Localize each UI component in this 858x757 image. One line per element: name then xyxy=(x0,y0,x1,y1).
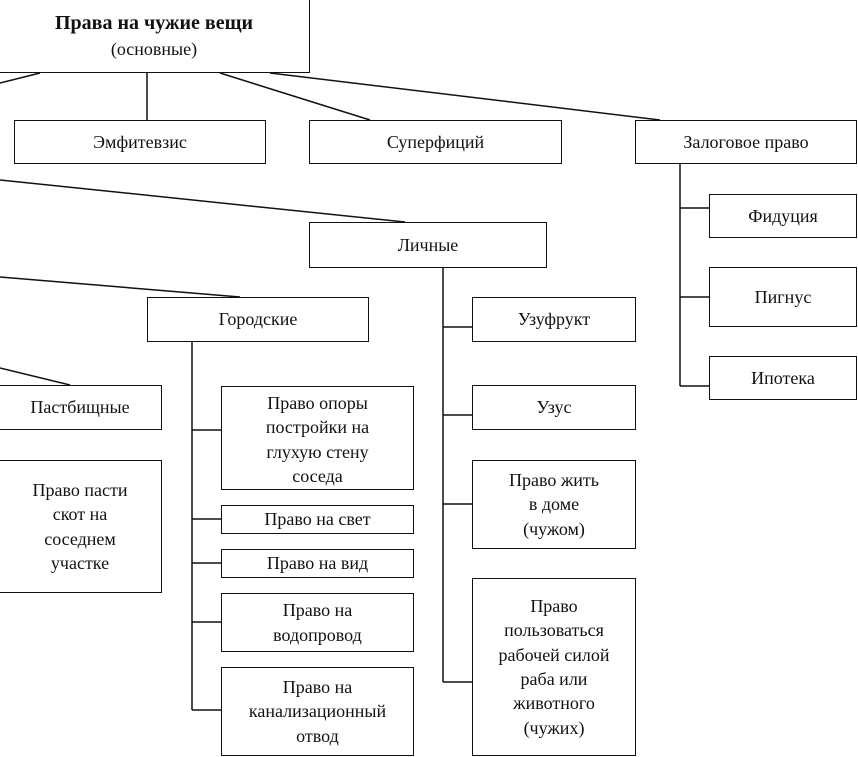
root-node: Права на чужие вещи (основные) xyxy=(0,0,310,73)
root-title: Права на чужие вещи xyxy=(54,11,253,34)
personal-label: Личные xyxy=(397,234,459,255)
operae-line-2: пользоваться xyxy=(504,620,604,641)
sewer-line-3: отвод xyxy=(296,725,339,746)
light-label: Право на свет xyxy=(264,509,371,530)
usus-node: Узус xyxy=(472,385,636,430)
operae-line-4: раба или xyxy=(520,669,588,689)
pledge-node: Залоговое право xyxy=(635,120,857,164)
connector-line xyxy=(0,367,71,386)
operae-line-3: рабочей силой xyxy=(498,644,610,665)
sewer-line-2: канализационный xyxy=(248,701,387,722)
water-node: Право на водопровод xyxy=(221,593,414,652)
sewer-node: Право на канализационный отвод xyxy=(221,667,414,756)
urban-node: Городские xyxy=(147,297,369,342)
view-label: Право на вид xyxy=(266,553,369,574)
root-subtitle: (основные) xyxy=(110,38,198,59)
operae-line-6: (чужих) xyxy=(523,717,585,738)
personal-node: Личные xyxy=(309,222,547,268)
pignus-node: Пигнус xyxy=(709,267,857,327)
habitatio-line-3: (чужом) xyxy=(523,518,585,539)
habitatio-line-1: Право жить xyxy=(508,470,599,491)
support-line-3: глухую стену xyxy=(266,441,369,462)
operae-line-1: Право xyxy=(530,596,578,617)
support-line-2: постройки на xyxy=(265,417,370,438)
graze-line-3: соседнем xyxy=(44,528,116,549)
fiducia-label: Фидуция xyxy=(748,205,818,226)
pledge-label: Залоговое право xyxy=(683,131,809,152)
hypotheca-node: Ипотека xyxy=(709,356,857,400)
usufruct-label: Узуфрукт xyxy=(517,309,591,330)
pasture-node: Пастбищные xyxy=(0,385,162,430)
graze-line-2: скот на xyxy=(52,504,108,525)
view-node: Право на вид xyxy=(221,549,414,578)
connector-line xyxy=(0,72,41,84)
light-node: Право на свет xyxy=(221,505,414,534)
usus-label: Узус xyxy=(536,397,572,418)
connector-line xyxy=(269,72,661,121)
graze-node: Право пасти скот на соседнем участке xyxy=(0,460,162,593)
usufruct-node: Узуфрукт xyxy=(472,297,636,342)
pasture-label: Пастбищные xyxy=(30,397,130,418)
habitatio-line-2: в доме xyxy=(528,494,580,515)
graze-line-1: Право пасти xyxy=(32,479,128,500)
graze-line-4: участке xyxy=(50,552,110,573)
support-line-1: Право опоры xyxy=(267,393,368,413)
superficies-node: Суперфиций xyxy=(309,120,562,164)
sewer-line-1: Право на xyxy=(282,677,353,698)
emphyteusis-label: Эмфитевзис xyxy=(93,131,187,152)
habitatio-node: Право жить в доме (чужом) xyxy=(472,460,636,549)
fiducia-node: Фидуция xyxy=(709,194,857,238)
support-node: Право опоры постройки на глухую стену со… xyxy=(221,386,414,490)
operae-node: Право пользоваться рабочей силой раба ил… xyxy=(472,578,636,756)
pignus-label: Пигнус xyxy=(754,286,812,307)
connector-line xyxy=(0,276,241,298)
water-line-2: водопровод xyxy=(273,624,362,645)
connector-line xyxy=(219,72,371,121)
emphyteusis-node: Эмфитевзис xyxy=(14,120,266,164)
water-line-1: Право на xyxy=(282,600,353,621)
hypotheca-label: Ипотека xyxy=(751,367,815,388)
operae-line-5: животного xyxy=(513,693,595,714)
superficies-label: Суперфиций xyxy=(386,131,485,152)
support-line-4: соседа xyxy=(292,465,343,486)
urban-label: Городские xyxy=(218,309,298,330)
connector-line xyxy=(0,179,406,223)
